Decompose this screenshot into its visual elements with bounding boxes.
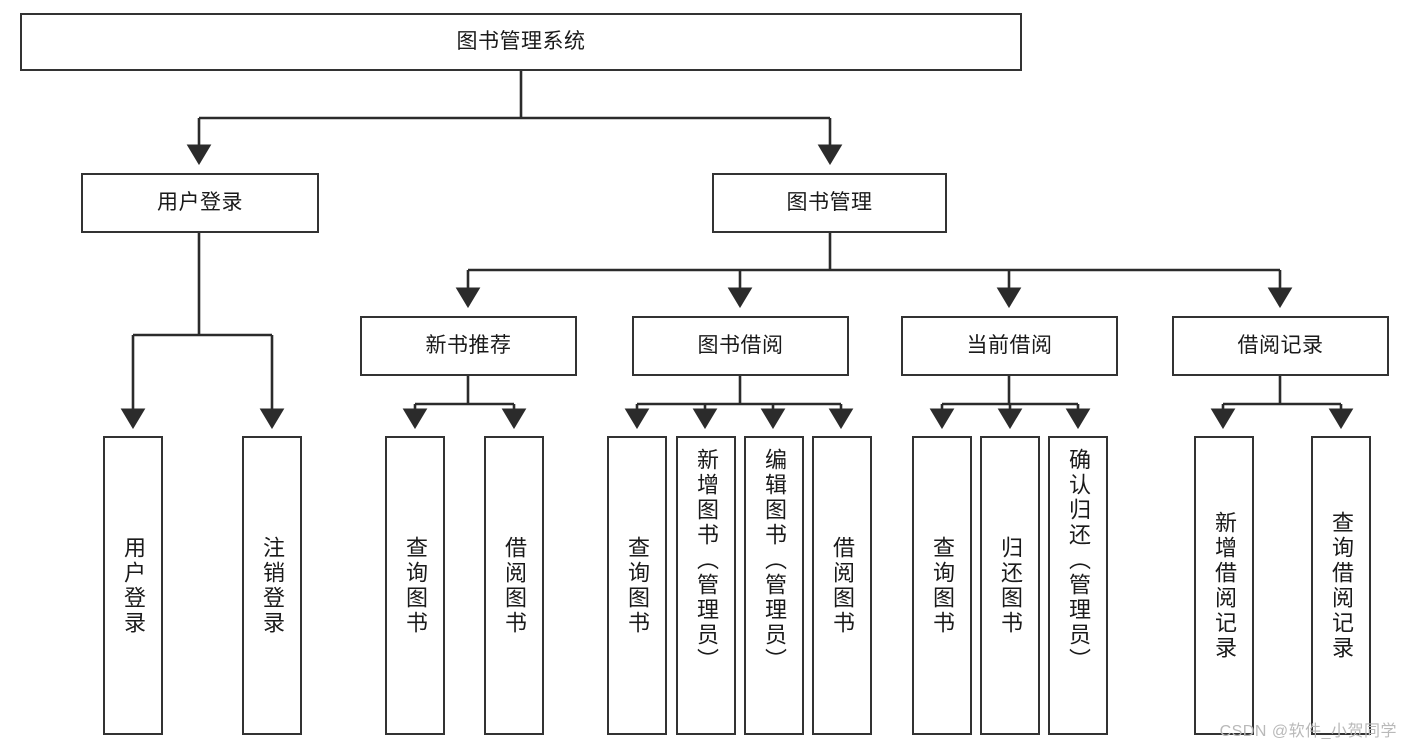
node-leaf-add-record-label: 新增借阅记录 [1212, 510, 1237, 661]
node-leaf-borrow-book-2-label: 借阅图书 [830, 535, 855, 636]
node-leaf-query-book-2-label: 查询图书 [625, 535, 650, 636]
node-current-borrow-label: 当前借阅 [966, 334, 1053, 358]
node-current-borrow[interactable]: 当前借阅 [901, 316, 1118, 376]
node-leaf-add-book-label: 新增图书（管理员） [694, 448, 719, 673]
node-borrow-record[interactable]: 借阅记录 [1172, 316, 1389, 376]
node-book-borrow-label: 图书借阅 [697, 334, 784, 358]
node-user-login[interactable]: 用户登录 [81, 173, 319, 233]
node-leaf-confirm-return[interactable]: 确认归还（管理员） [1048, 436, 1108, 735]
node-leaf-add-book[interactable]: 新增图书（管理员） [676, 436, 736, 735]
node-leaf-borrow-book-1[interactable]: 借阅图书 [484, 436, 544, 735]
node-leaf-borrow-book-2[interactable]: 借阅图书 [812, 436, 872, 735]
node-leaf-logout-login-label: 注销登录 [260, 535, 285, 636]
node-leaf-query-book-3[interactable]: 查询图书 [912, 436, 972, 735]
node-leaf-edit-book[interactable]: 编辑图书（管理员） [744, 436, 804, 735]
node-book-borrow[interactable]: 图书借阅 [632, 316, 849, 376]
node-leaf-query-book-1[interactable]: 查询图书 [385, 436, 445, 735]
node-leaf-user-login-label: 用户登录 [121, 535, 146, 636]
node-book-manage-label: 图书管理 [786, 191, 873, 215]
node-leaf-borrow-book-1-label: 借阅图书 [502, 535, 527, 636]
node-leaf-query-book-1-label: 查询图书 [403, 535, 428, 636]
node-new-book-recommend-label: 新书推荐 [425, 334, 512, 358]
node-root[interactable]: 图书管理系统 [20, 13, 1022, 71]
node-borrow-record-label: 借阅记录 [1237, 334, 1324, 358]
node-book-manage[interactable]: 图书管理 [712, 173, 947, 233]
node-leaf-query-record-label: 查询借阅记录 [1329, 510, 1354, 661]
node-leaf-user-login[interactable]: 用户登录 [103, 436, 163, 735]
node-root-label: 图书管理系统 [456, 30, 586, 54]
node-leaf-query-record[interactable]: 查询借阅记录 [1311, 436, 1371, 735]
csdn-watermark: CSDN @软件_小贺同学 [1219, 723, 1397, 740]
node-leaf-query-book-2[interactable]: 查询图书 [607, 436, 667, 735]
node-leaf-return-book-label: 归还图书 [998, 535, 1023, 636]
node-leaf-return-book[interactable]: 归还图书 [980, 436, 1040, 735]
node-leaf-add-record[interactable]: 新增借阅记录 [1194, 436, 1254, 735]
node-leaf-edit-book-label: 编辑图书（管理员） [762, 448, 787, 673]
node-leaf-logout-login[interactable]: 注销登录 [242, 436, 302, 735]
node-leaf-confirm-return-label: 确认归还（管理员） [1066, 448, 1091, 673]
node-leaf-query-book-3-label: 查询图书 [930, 535, 955, 636]
node-user-login-label: 用户登录 [157, 191, 243, 215]
node-new-book-recommend[interactable]: 新书推荐 [360, 316, 577, 376]
